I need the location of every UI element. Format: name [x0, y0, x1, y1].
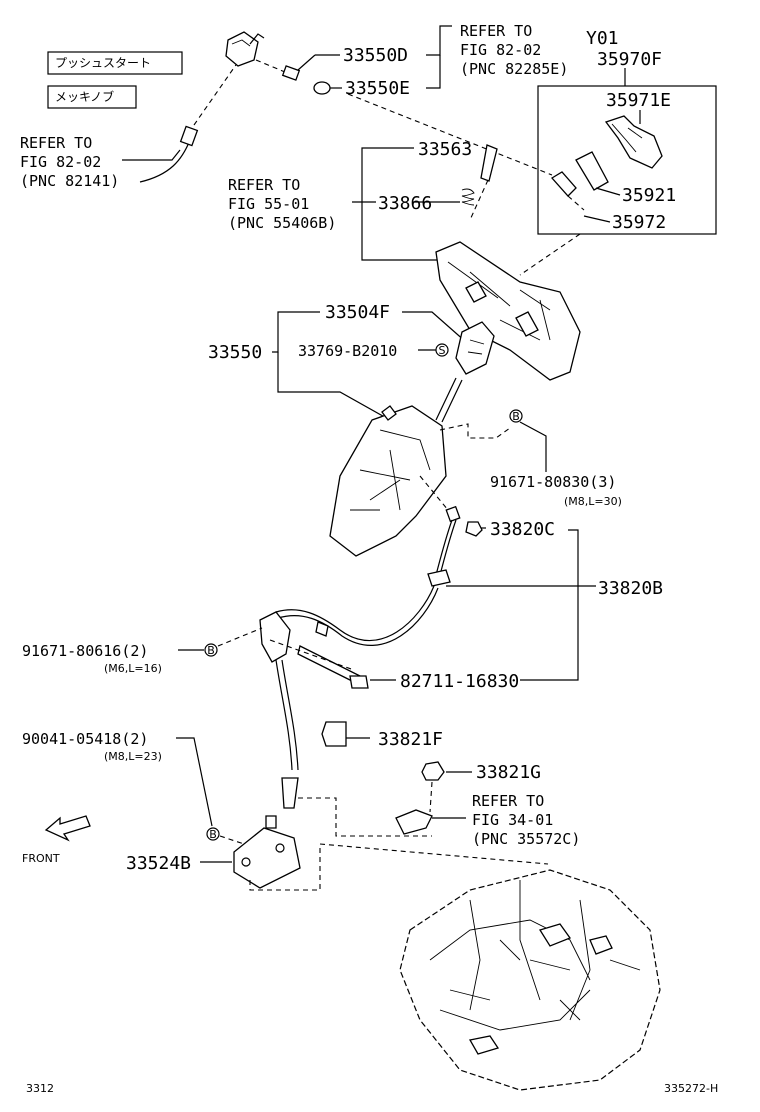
assembly-35970f: Y01 35970F 35971E 35921 35972 — [347, 28, 717, 276]
figure-code: 335272-H — [664, 1082, 718, 1095]
label-33524b: 33524B — [126, 853, 191, 874]
ref-55406b-line1: REFER TO — [228, 176, 300, 194]
label-y01: Y01 — [586, 28, 619, 49]
spec-m6-16: (M6,L=16) — [104, 662, 162, 675]
label-33866: 33866 — [378, 193, 432, 214]
ref-55406b-line3: (PNC 55406B) — [228, 214, 336, 232]
reference-82285e: REFER TO FIG 82-02 (PNC 82285E) — [460, 22, 568, 78]
label-91671-80830: 91671-80830(3) — [490, 473, 616, 491]
bolt-91671-80616: 91671-80616(2) (M6,L=16) B — [22, 627, 355, 675]
shift-cable-33820b: 33820C 33820B — [259, 505, 663, 809]
transmission-outline — [399, 869, 661, 1091]
ref-35572c-line1: REFER TO — [472, 792, 544, 810]
variant-box-mekki-knob — [47, 85, 137, 109]
front-arrow-icon — [44, 815, 91, 842]
label-35971e: 35971E — [606, 90, 671, 111]
shift-console-panel — [435, 241, 581, 381]
variant-label-push-start: プッシュスタート — [55, 56, 151, 70]
label-82711-16830: 82711-16830 — [400, 671, 519, 692]
front-direction: FRONT — [22, 815, 91, 865]
marker-s-letter: S — [439, 344, 446, 357]
ref-82285e-line3: (PNC 82285E) — [460, 60, 568, 78]
ref-82141-line3: (PNC 82141) — [20, 172, 119, 190]
label-90041-05418: 90041-05418(2) — [22, 730, 148, 748]
marker-b-mid — [204, 643, 218, 657]
page-code: 3312 — [26, 1082, 54, 1095]
label-33563: 33563 — [418, 139, 472, 160]
marker-s — [435, 343, 449, 357]
ref-55406b-line2: FIG 55-01 — [228, 195, 309, 213]
marker-b-upper — [509, 409, 523, 423]
label-33821f: 33821F — [378, 729, 443, 750]
label-front: FRONT — [22, 852, 60, 865]
label-35972: 35972 — [612, 212, 666, 233]
marker-b-lower — [206, 827, 220, 841]
spec-m8-23: (M8,L=23) — [104, 750, 162, 763]
ref-82285e-line2: FIG 82-02 — [460, 41, 541, 59]
ref-35572c-line3: (PNC 35572C) — [472, 830, 580, 848]
bracket-33524b: 33524B — [126, 797, 549, 891]
label-33504f: 33504F — [325, 302, 390, 323]
part-33563-33866: 33563 33866 REFER TO FIG 55-01 (PNC 5540… — [228, 139, 498, 261]
label-33821g: 33821G — [476, 762, 541, 783]
label-33769: 33769-B2010 — [298, 342, 397, 360]
shift-lever-assembly — [329, 377, 511, 557]
label-33550: 33550 — [208, 342, 262, 363]
ref-82141-line1: REFER TO — [20, 134, 92, 152]
variant-box-push-start — [47, 51, 183, 75]
part-33550d-e: 33550D 33550E — [281, 25, 452, 99]
bolt-91671-80830: B 91671-80830(3) (M8,L=30) — [490, 409, 622, 508]
part-33821f-g: 33821F 33821G REFER TO FIG 34-01 (PNC 35… — [321, 721, 580, 848]
label-33550d: 33550D — [343, 45, 408, 66]
spec-m8-30: (M8,L=30) — [564, 495, 622, 508]
part-33504f-knob: 33504F 33550 33769-B2010 S — [208, 302, 495, 421]
label-91671-80616: 91671-80616(2) — [22, 642, 148, 660]
ref-82141-line2: FIG 82-02 — [20, 153, 101, 171]
bolt-90041-05418: 90041-05418(2) (M8,L=23) B — [22, 730, 251, 847]
label-33820b: 33820B — [598, 578, 663, 599]
clamp-82711-16830: 82711-16830 — [349, 671, 519, 692]
variant-label-mekki-knob: メッキノブ — [55, 89, 114, 104]
label-33820c: 33820C — [490, 519, 555, 540]
marker-b-upper-letter: B — [512, 410, 520, 423]
marker-b-mid-letter: B — [207, 644, 215, 657]
ref-35572c-line2: FIG 34-01 — [472, 811, 553, 829]
marker-b-lower-letter: B — [209, 828, 217, 841]
ref-82285e-line1: REFER TO — [460, 22, 532, 40]
label-35970f: 35970F — [597, 49, 662, 70]
wire-harness — [139, 31, 286, 183]
label-33550e: 33550E — [345, 78, 410, 99]
reference-82141: REFER TO FIG 82-02 (PNC 82141) — [20, 134, 181, 190]
label-35921: 35921 — [622, 185, 676, 206]
